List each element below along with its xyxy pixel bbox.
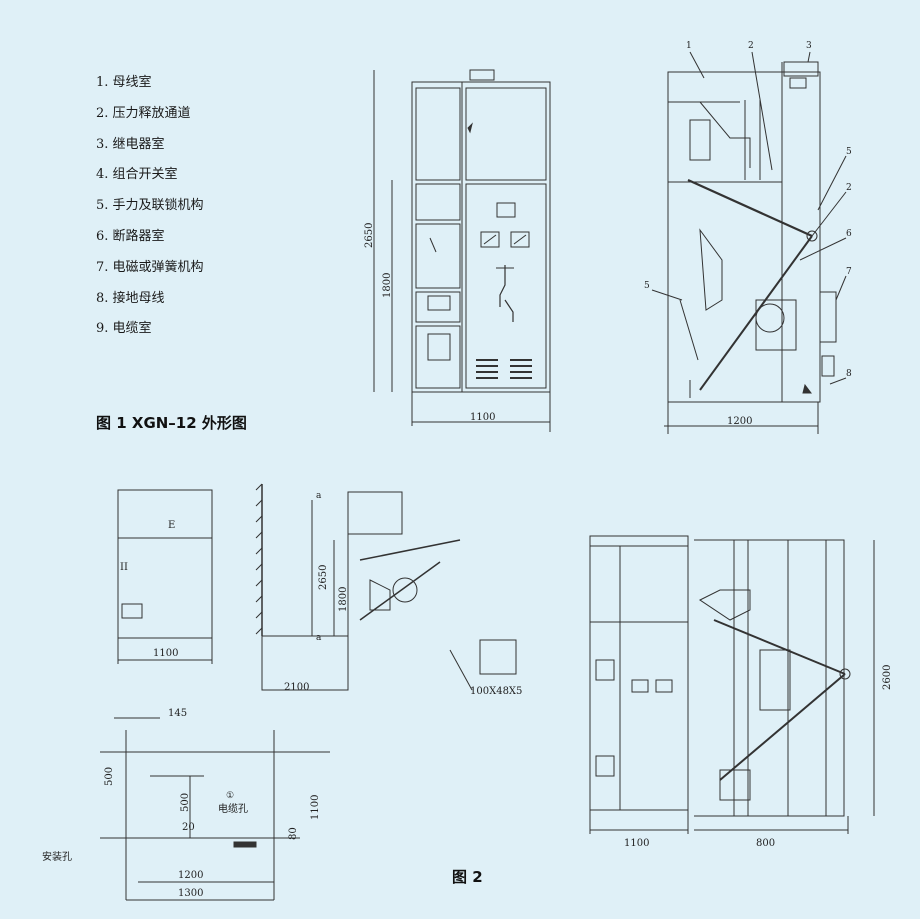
plan-note-label: 电缆孔 — [218, 802, 248, 815]
fig1-front-inner-height-label: 1800 — [382, 273, 393, 298]
fig2-section: 2650 1800 2100 100X48X5 a a — [255, 483, 522, 697]
callout-6: 6 — [846, 229, 852, 239]
legend-item: 2. 压力释放通道 — [96, 105, 191, 121]
fig2-mark-a: a — [316, 491, 322, 501]
plan-inner-width-label: 1200 — [178, 870, 203, 881]
callout-1: 1 — [686, 41, 692, 51]
fig2-large-right-width-label: 800 — [756, 838, 775, 849]
plan-small-label: 20 — [182, 822, 195, 833]
callout-2: 2 — [748, 41, 754, 51]
fig2-section-height-label: 2650 — [318, 565, 329, 590]
legend-item: 5. 手力及联锁机构 — [96, 198, 204, 214]
fig2-large-height-label: 2600 — [882, 665, 893, 690]
callout-5: 5 — [846, 147, 852, 157]
plan-top-label: 145 — [168, 708, 187, 719]
fig2-small-front: E II 1100 — [117, 489, 213, 664]
fig1-side-width-label: 1200 — [727, 416, 752, 427]
callout-3: 3 — [806, 41, 812, 51]
legend-item: 8. 接地母线 — [96, 290, 165, 306]
legend-item: 3. 继电器室 — [96, 136, 165, 152]
plan-left-label: 500 — [104, 767, 115, 786]
fig1-front-width-label: 1100 — [470, 412, 495, 423]
callout-5b: 5 — [644, 281, 650, 291]
legend-item: 4. 组合开关室 — [96, 167, 178, 183]
fig2-large-assembly: 1100 800 2600 — [589, 535, 893, 849]
fig2-mark-a2: a — [316, 633, 322, 643]
legend-item: 6. 断路器室 — [96, 228, 165, 244]
plan-mid-label: 500 — [180, 793, 191, 812]
callout-2b: 2 — [846, 183, 852, 193]
fig1-front-view: 1100 2650 1800 — [364, 69, 551, 432]
fig2-channel-label: 100X48X5 — [470, 686, 522, 697]
fig2-plan: 145 500 500 1100 20 电缆孔 ① 安装孔 80 1200 13… — [42, 708, 330, 901]
legend-item: 9. 电缆室 — [96, 321, 152, 337]
callout-7: 7 — [846, 267, 852, 277]
plan-left-note: 安装孔 — [42, 850, 72, 863]
figure1-caption: 图 1 XGN–12 外形图 — [96, 414, 247, 432]
fig2-mark-label: II — [120, 562, 128, 573]
fig1-front-height-label: 2650 — [364, 223, 375, 248]
plan-marker: ① — [226, 791, 234, 801]
legend-item: 7. 电磁或弹簧机构 — [96, 259, 204, 275]
fig2-section-bottom-label: 2100 — [284, 682, 309, 693]
fig1-side-view: 1200 1 2 3 5 2 6 7 8 5 — [644, 41, 852, 434]
plan-outer-width-label: 1300 — [178, 888, 203, 899]
figure2-caption: 图 2 — [452, 868, 483, 886]
legend-item: 1. 母线室 — [96, 75, 152, 90]
fig2-large-left-width-label: 1100 — [624, 838, 649, 849]
fig2-panel-label: E — [168, 520, 175, 531]
fig2-section-inner-label: 1800 — [338, 587, 349, 612]
callout-8: 8 — [846, 369, 852, 379]
plan-bottom-small-label: 80 — [288, 827, 299, 840]
fig2-front-width-label: 1100 — [153, 648, 178, 659]
plan-right-label: 1100 — [310, 795, 321, 820]
legend-list: 1. 母线室 2. 压力释放通道 3. 继电器室 4. 组合开关室 5. 手力及… — [96, 68, 204, 345]
